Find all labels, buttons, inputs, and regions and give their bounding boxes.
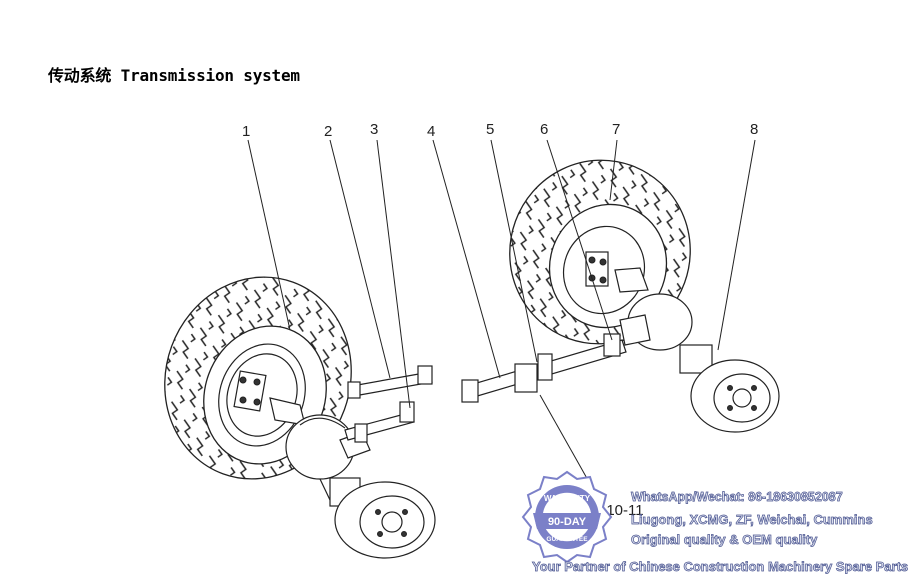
callout-5: 5: [486, 121, 494, 138]
watermark-contact: WhatsApp/Wechat: 86-18630852087: [631, 490, 843, 505]
callout-1: 1: [242, 123, 250, 140]
callout-3: 3: [370, 121, 378, 138]
warranty-stamp-logo: WARRANTY 90-DAY GUARANTEE: [521, 470, 613, 564]
callout-4: 4: [427, 123, 435, 140]
callout-2: 2: [324, 123, 332, 140]
rear-drive-shafts: [344, 365, 433, 443]
leader-lines: [247, 139, 756, 506]
stamp-center-text: 90-DAY: [548, 516, 587, 528]
watermark-quality: Original quality & OEM quality: [631, 532, 818, 548]
callout-8: 8: [750, 121, 758, 138]
stamp-top-text: WARRANTY: [544, 494, 591, 503]
stamp-bottom-text: GUARANTEE: [546, 536, 588, 543]
callout-7: 7: [612, 121, 620, 138]
callout-6: 6: [540, 121, 548, 138]
rear-axle-assembly: [164, 276, 436, 559]
page-title: 传动系统 Transmission system: [48, 66, 300, 85]
front-axle-housing: [614, 267, 780, 433]
watermark-brands: Liugong, XCMG, ZF, Weichai, Cummins: [631, 512, 873, 528]
front-drive-shaft: [461, 333, 627, 403]
front-axle-assembly: [461, 159, 780, 433]
watermark-slogan: Your Partner of Chinese Construction Mac…: [532, 559, 909, 575]
